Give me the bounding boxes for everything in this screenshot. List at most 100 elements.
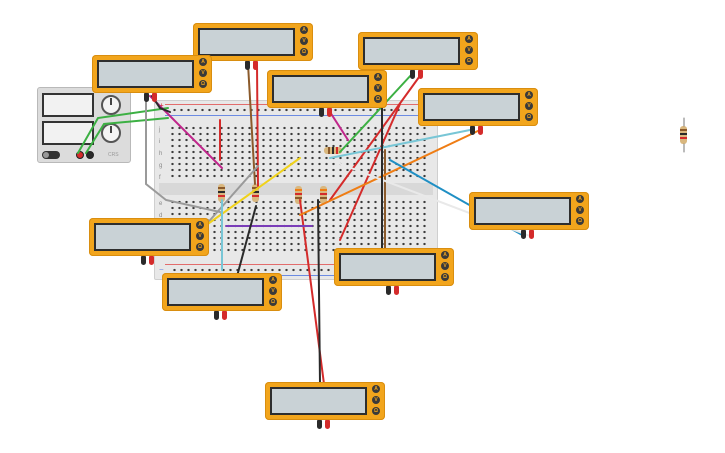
mode-volt-button[interactable]: V <box>300 37 308 45</box>
mode-ohm-button[interactable]: Ω <box>374 95 382 103</box>
multimeter-display <box>272 75 369 103</box>
mode-volt-button[interactable]: V <box>199 69 207 77</box>
rail-minus-symbol: − <box>159 265 164 274</box>
multimeter-display <box>270 387 367 415</box>
wire-red-5 <box>339 103 401 241</box>
probe-red[interactable] <box>222 311 227 320</box>
mode-ohm-button[interactable]: Ω <box>441 273 449 281</box>
mode-volt-button[interactable]: V <box>269 287 277 295</box>
mode-amp-button[interactable]: A <box>525 91 533 99</box>
multimeter-10[interactable]: A V Ω <box>265 382 385 429</box>
wire-magenta-1 <box>149 95 223 169</box>
row-label-g: g <box>159 163 163 169</box>
probe-black[interactable] <box>470 126 475 135</box>
psu-voltage-knob[interactable] <box>101 95 121 115</box>
resistor-loose[interactable] <box>680 126 687 144</box>
wire-gray-1 <box>145 95 221 213</box>
mode-ohm-button[interactable]: Ω <box>199 80 207 88</box>
multimeter-4[interactable]: A V Ω <box>267 70 387 117</box>
wire-cyan-1 <box>329 129 471 159</box>
mode-amp-button[interactable]: A <box>199 58 207 66</box>
rail-plus-symbol: + <box>159 101 164 110</box>
power-supply[interactable]: CRS <box>37 87 131 163</box>
probe-red[interactable] <box>152 93 157 102</box>
resistor-r2[interactable] <box>252 184 259 202</box>
mode-volt-button[interactable]: V <box>576 206 584 214</box>
mode-ohm-button[interactable]: Ω <box>372 407 380 415</box>
probe-black[interactable] <box>319 108 324 117</box>
probe-red[interactable] <box>478 126 483 135</box>
probe-black[interactable] <box>144 93 149 102</box>
mode-ohm-button[interactable]: Ω <box>525 113 533 121</box>
mode-amp-button[interactable]: A <box>441 251 449 259</box>
psu-brand-label: CRS <box>108 152 119 158</box>
mode-volt-button[interactable]: V <box>196 232 204 240</box>
probe-black[interactable] <box>386 286 391 295</box>
mode-amp-button[interactable]: A <box>465 35 473 43</box>
wire-black-1 <box>235 205 257 281</box>
multimeter-6[interactable]: A V Ω <box>469 192 589 239</box>
wire-black-2 <box>317 199 321 385</box>
multimeter-display <box>363 37 460 65</box>
mode-volt-button[interactable]: V <box>465 46 473 54</box>
mode-volt-button[interactable]: V <box>525 102 533 110</box>
multimeter-8[interactable]: A V Ω <box>334 248 454 295</box>
mode-amp-button[interactable]: A <box>372 385 380 393</box>
multimeter-display <box>423 93 520 121</box>
row-label-f: f <box>159 175 161 181</box>
mode-amp-button[interactable]: A <box>576 195 584 203</box>
wire-yellow-1 <box>204 157 301 227</box>
probe-black[interactable] <box>141 256 146 265</box>
resistor-r3[interactable] <box>295 186 302 204</box>
probe-black[interactable] <box>410 70 415 79</box>
mode-amp-button[interactable]: A <box>300 26 308 34</box>
mode-ohm-button[interactable]: Ω <box>269 298 277 306</box>
row-label-j: j <box>159 127 161 133</box>
psu-negative-terminal[interactable] <box>86 151 94 159</box>
multimeter-display <box>94 223 191 251</box>
multimeter-9[interactable]: A V Ω <box>162 273 282 320</box>
probe-black[interactable] <box>245 61 250 70</box>
multimeter-display <box>474 197 571 225</box>
multimeter-display <box>339 253 436 281</box>
row-label-d: d <box>159 213 163 219</box>
probe-black[interactable] <box>521 230 526 239</box>
multimeter-display <box>198 28 295 56</box>
mode-amp-button[interactable]: A <box>196 221 204 229</box>
multimeter-7[interactable]: A V Ω <box>89 218 209 265</box>
probe-red[interactable] <box>418 70 423 79</box>
resistor-r1[interactable] <box>218 184 225 202</box>
resistor-r5[interactable] <box>324 147 342 154</box>
mode-volt-button[interactable]: V <box>372 396 380 404</box>
wire-green-2 <box>85 117 169 154</box>
probe-red[interactable] <box>327 108 332 117</box>
mode-ohm-button[interactable]: Ω <box>576 217 584 225</box>
multimeter-display <box>97 60 194 88</box>
probe-red[interactable] <box>325 420 330 429</box>
multimeter-5[interactable]: A V Ω <box>418 88 538 135</box>
resistor-r4[interactable] <box>320 186 327 204</box>
mode-ohm-button[interactable]: Ω <box>465 57 473 65</box>
probe-black[interactable] <box>214 311 219 320</box>
multimeter-2[interactable]: A V Ω <box>358 32 478 79</box>
mode-amp-button[interactable]: A <box>374 73 382 81</box>
wire-green-1 <box>77 107 169 154</box>
mode-amp-button[interactable]: A <box>269 276 277 284</box>
mode-ohm-button[interactable]: Ω <box>196 243 204 251</box>
wire-magenta-2 <box>329 111 349 141</box>
probe-red[interactable] <box>253 61 258 70</box>
multimeter-3[interactable]: A V Ω <box>92 55 212 102</box>
multimeter-1[interactable]: A V Ω <box>193 23 313 70</box>
row-label-h: h <box>159 151 163 157</box>
mode-volt-button[interactable]: V <box>441 262 449 270</box>
probe-red[interactable] <box>394 286 399 295</box>
mode-ohm-button[interactable]: Ω <box>300 48 308 56</box>
probe-black[interactable] <box>317 420 322 429</box>
mode-volt-button[interactable]: V <box>374 84 382 92</box>
wire-orange-1 <box>299 129 481 216</box>
probe-red[interactable] <box>149 256 154 265</box>
probe-red[interactable] <box>529 230 534 239</box>
psu-power-switch[interactable] <box>42 151 60 159</box>
